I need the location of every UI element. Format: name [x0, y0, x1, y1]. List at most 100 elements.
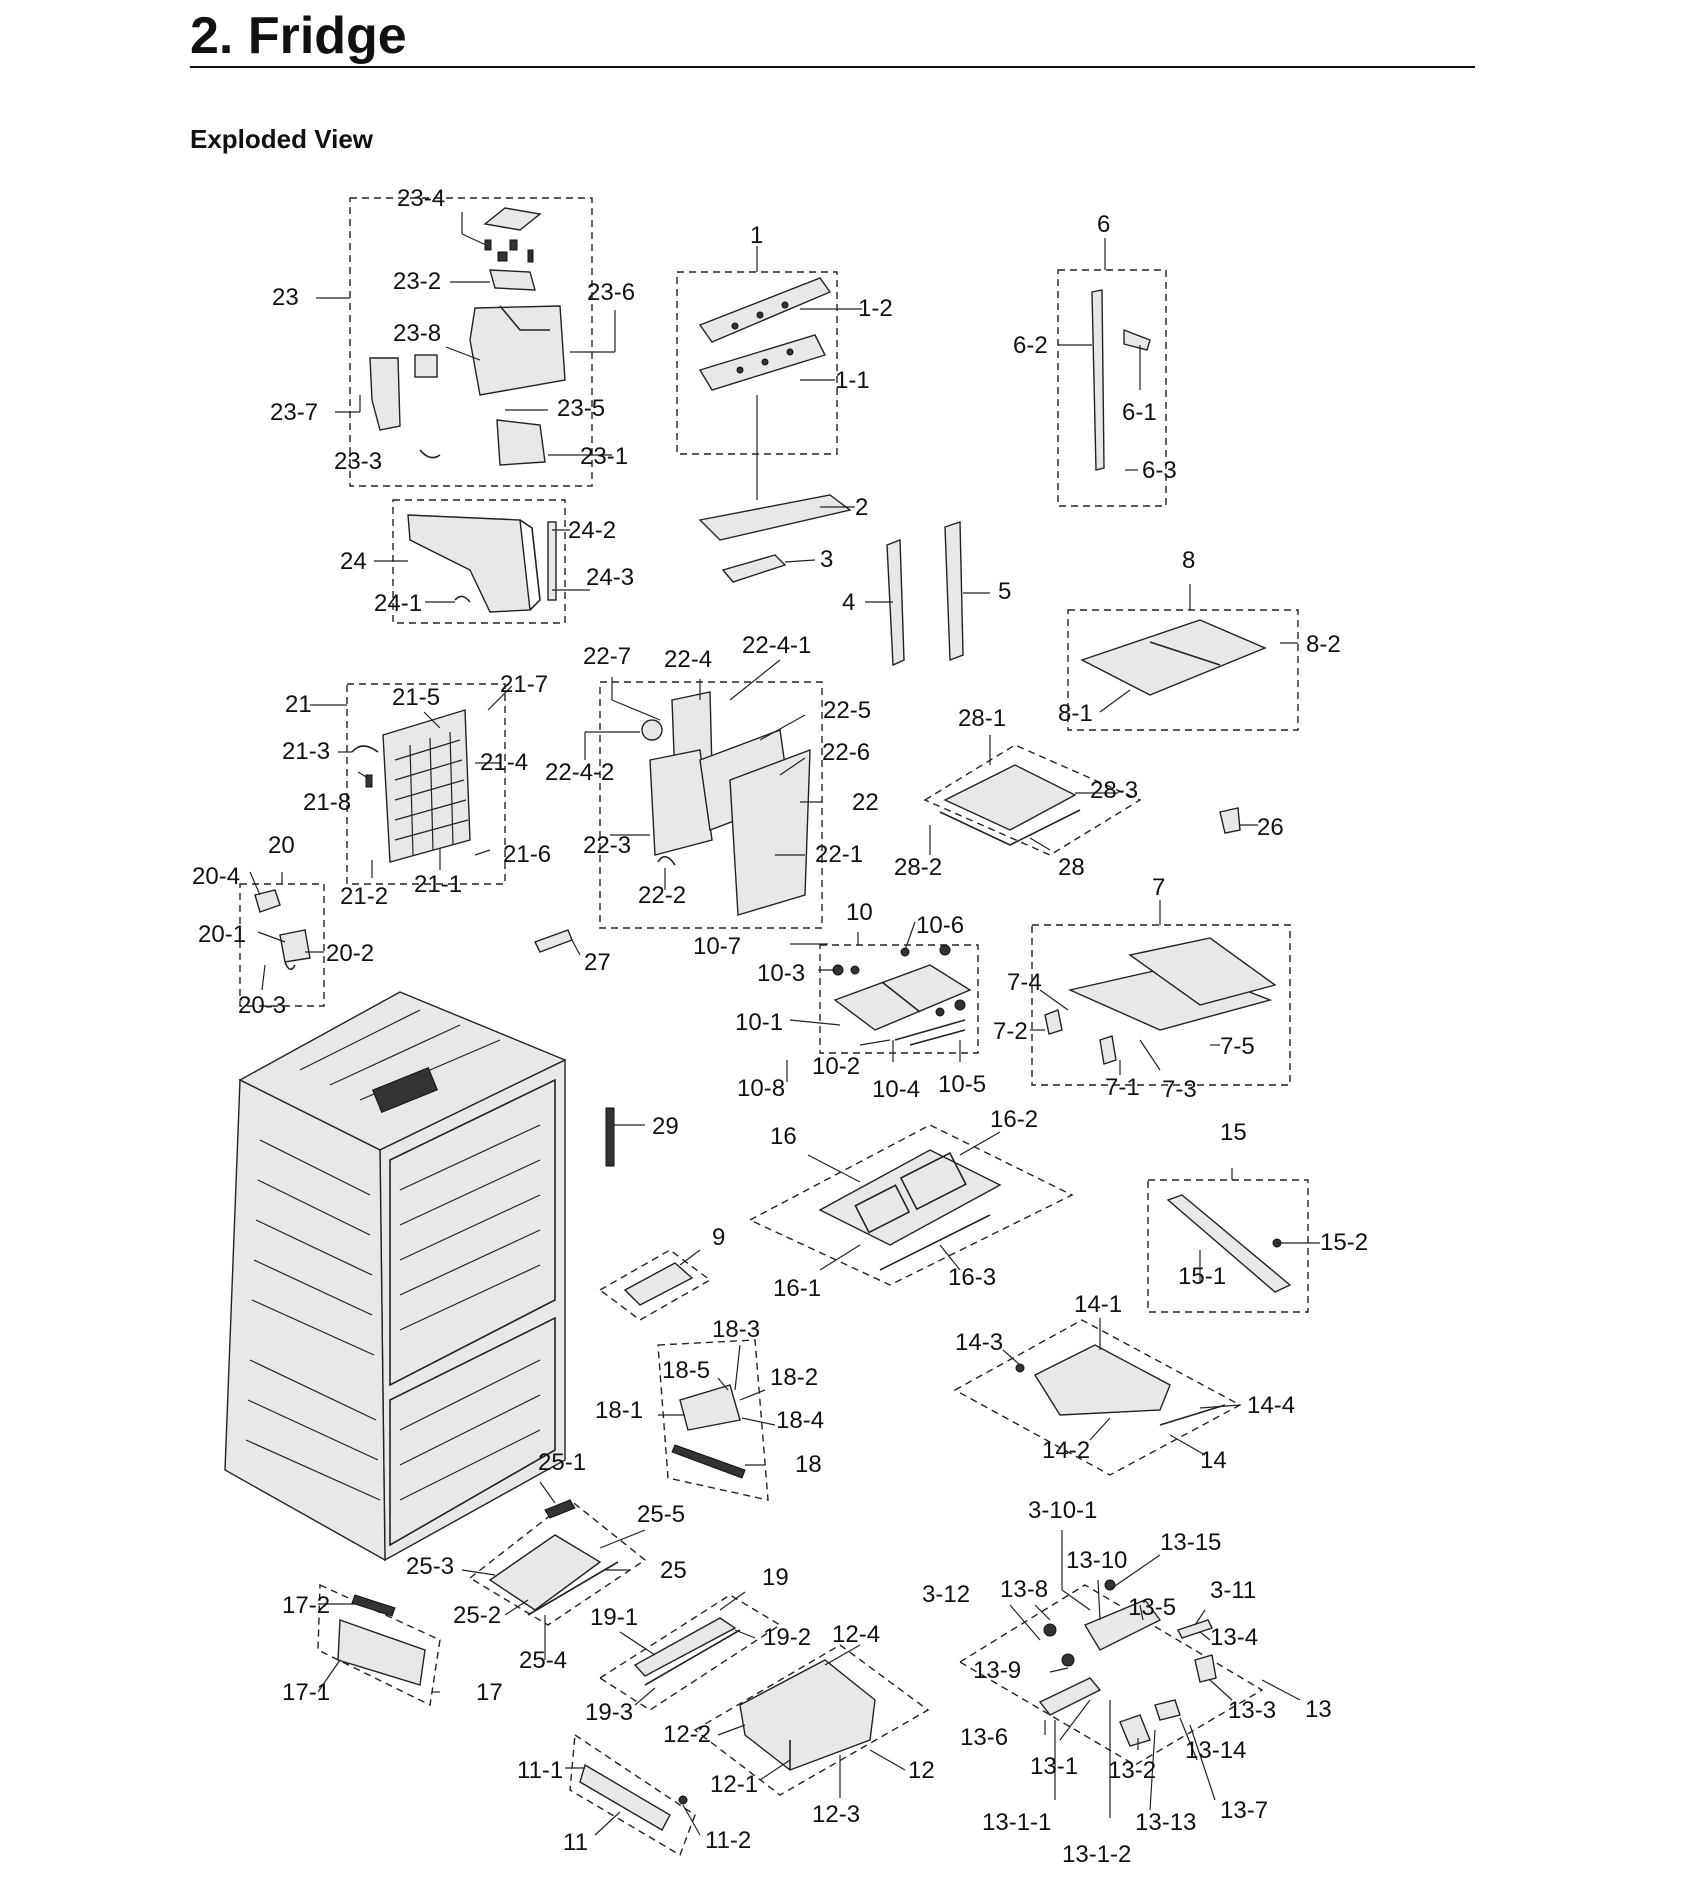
shelf-16-assembly [748, 1124, 1074, 1286]
label-28-3: 28-3 [1090, 777, 1138, 804]
label-22-2: 22-2 [638, 882, 686, 909]
label-13-8: 13-8 [1000, 1576, 1048, 1603]
shelf-10-assembly [786, 921, 979, 1082]
label-27: 27 [584, 949, 611, 976]
label-13: 13 [1305, 1696, 1332, 1723]
label-20-3: 20-3 [238, 992, 286, 1019]
label-10-4: 10-4 [872, 1076, 920, 1103]
shelf-28-assembly [923, 735, 1258, 856]
label-13-1-1: 13-1-1 [982, 1809, 1051, 1836]
label-21-1: 21-1 [414, 871, 462, 898]
label-22-4: 22-4 [664, 646, 712, 673]
label-13-4: 13-4 [1210, 1624, 1258, 1651]
title-underline [190, 66, 1475, 68]
label-21-5: 21-5 [392, 684, 440, 711]
label-23-3: 23-3 [334, 448, 382, 475]
label-20-2: 20-2 [326, 940, 374, 967]
label-26: 26 [1257, 814, 1284, 841]
page-title: 2. Fridge [190, 7, 407, 65]
label-25: 25 [660, 1557, 687, 1584]
label-13-5: 13-5 [1128, 1594, 1176, 1621]
label-8-2: 8-2 [1306, 631, 1341, 658]
ice-bucket-assembly [374, 499, 590, 624]
label-3-12: 3-12 [922, 1581, 970, 1608]
label-24: 24 [340, 548, 367, 575]
rail-parts-4-5 [865, 521, 990, 667]
label-9: 9 [712, 1224, 725, 1251]
label-11-1: 11-1 [517, 1757, 563, 1784]
label-22-4-1: 22-4-1 [742, 632, 811, 659]
label-12-2: 12-2 [663, 1721, 711, 1748]
label-22-6: 22-6 [822, 739, 870, 766]
label-1-2: 1-2 [858, 295, 893, 322]
fridge-cabinet [224, 991, 567, 1562]
label-19-3: 19-3 [585, 1699, 633, 1726]
label-14-4: 14-4 [1247, 1392, 1295, 1419]
section-subtitle: Exploded View [190, 124, 374, 154]
label-18-5: 18-5 [662, 1357, 710, 1384]
label-20: 20 [268, 832, 295, 859]
label-13-6: 13-6 [960, 1724, 1008, 1751]
label-4: 4 [842, 589, 855, 616]
label-21-4: 21-4 [480, 749, 528, 776]
label-16: 16 [770, 1123, 797, 1150]
label-17-1: 17-1 [282, 1679, 330, 1706]
shelf-7-assembly [1030, 900, 1291, 1086]
label-21-7: 21-7 [500, 671, 548, 698]
label-10-7: 10-7 [693, 933, 741, 960]
label-18-4: 18-4 [776, 1407, 824, 1434]
part-27 [534, 929, 581, 956]
ice-maker-assembly [349, 197, 593, 487]
label-25-3: 25-3 [406, 1553, 454, 1580]
label-23-4: 23-4 [397, 185, 445, 212]
label-28: 28 [1058, 854, 1085, 881]
label-7-3: 7-3 [1162, 1076, 1197, 1103]
label-8: 8 [1182, 547, 1195, 574]
label-10-8: 10-8 [737, 1075, 785, 1102]
label-17: 17 [476, 1679, 503, 1706]
evap-cover-assembly [310, 683, 513, 885]
ice-maker-leaders [316, 212, 616, 456]
cover-assembly [676, 246, 862, 500]
label-25-2: 25-2 [453, 1602, 501, 1629]
label-23-2: 23-2 [393, 268, 441, 295]
label-7-1: 7-1 [1105, 1074, 1140, 1101]
label-22-4-2: 22-4-2 [545, 759, 614, 786]
part-29 [605, 1107, 645, 1167]
label-12-3: 12-3 [812, 1801, 860, 1828]
label-15-1: 15-1 [1178, 1263, 1226, 1290]
label-16-1: 16-1 [773, 1275, 821, 1302]
label-28-2: 28-2 [894, 854, 942, 881]
part-15-assembly [1147, 1168, 1320, 1313]
label-7: 7 [1152, 874, 1165, 901]
label-12-4: 12-4 [832, 1621, 880, 1648]
drawer-12-assembly [693, 1644, 930, 1798]
label-5: 5 [998, 578, 1011, 605]
label-21-6: 21-6 [503, 841, 551, 868]
label-12: 12 [908, 1757, 935, 1784]
label-13-14: 13-14 [1185, 1737, 1246, 1764]
label-6: 6 [1097, 211, 1110, 238]
label-19: 19 [762, 1564, 789, 1591]
label-13-13: 13-13 [1135, 1809, 1196, 1836]
label-22-7: 22-7 [583, 643, 631, 670]
label-18-2: 18-2 [770, 1364, 818, 1391]
label-20-4: 20-4 [192, 863, 240, 890]
label-24-2: 24-2 [568, 517, 616, 544]
part-6-assembly [1057, 238, 1167, 507]
label-10-3: 10-3 [757, 960, 805, 987]
label-19-2: 19-2 [763, 1624, 811, 1651]
label-16-2: 16-2 [990, 1106, 1038, 1133]
label-23-8: 23-8 [393, 320, 441, 347]
label-14-3: 14-3 [955, 1329, 1003, 1356]
label-11: 11 [563, 1829, 588, 1856]
label-23-1: 23-1 [580, 443, 628, 470]
label-13-2: 13-2 [1108, 1757, 1156, 1784]
label-22-3: 22-3 [583, 832, 631, 859]
part-11-assembly [565, 1733, 701, 1857]
label-16-3: 16-3 [948, 1264, 996, 1291]
duct-assembly [584, 659, 823, 929]
label-15: 15 [1220, 1119, 1247, 1146]
label-2: 2 [855, 494, 868, 521]
